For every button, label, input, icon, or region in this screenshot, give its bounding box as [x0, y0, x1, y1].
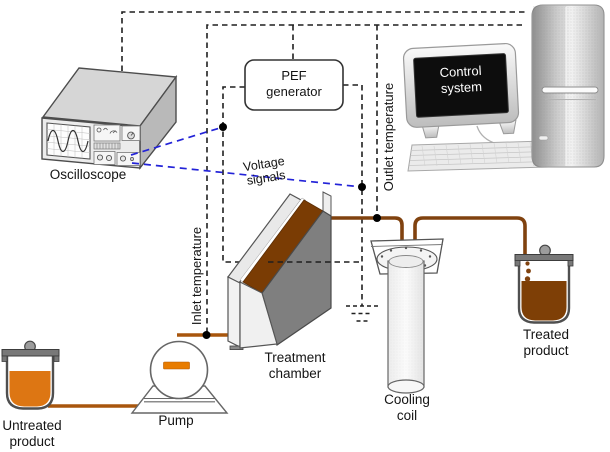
- untreated-liquid: [9, 371, 51, 407]
- control-monitor: [402, 42, 520, 139]
- tower-power-button: [538, 135, 549, 141]
- voltage-signal-line-upper: [130, 126, 224, 156]
- pef-right-electrode-line: [343, 84, 363, 306]
- untreated-lid-tab: [53, 355, 60, 362]
- junction-dot: [358, 183, 366, 191]
- coil-plate-edge: [370, 244, 444, 247]
- chamber-far-wall-face: [227, 276, 241, 348]
- control-system-label: Control system: [439, 62, 483, 96]
- monitor-screen: [413, 53, 509, 118]
- treatment-chamber-label: Treatment chamber: [264, 350, 326, 381]
- untreated-lid-tab: [1, 355, 8, 362]
- inlet-temp-to-computer-line: [206, 24, 526, 333]
- treated-liquid: [521, 281, 567, 321]
- treated-rim-tab: [514, 260, 521, 267]
- oscilloscope-controls: [93, 124, 141, 166]
- control-wiring-dashed-lines: [121, 11, 528, 333]
- computer-tower: [531, 4, 605, 168]
- pump: [130, 340, 229, 414]
- pump-rotor: [163, 361, 190, 370]
- inlet-temperature-label: Inlet temperature: [189, 226, 204, 326]
- junction-dots: [202, 123, 381, 339]
- pef-left-electrode-line: [222, 86, 247, 263]
- untreated-jar-lid: [1, 349, 60, 357]
- pipe-chamber-to-coil: [318, 216, 404, 242]
- pef-generator-label: PEF generator: [266, 68, 322, 99]
- treated-jar-rim: [514, 254, 574, 261]
- coil-texture: [389, 262, 423, 386]
- sine-wave-icon: [47, 129, 89, 153]
- product-drops: [524, 261, 531, 282]
- junction-dot: [373, 214, 381, 222]
- untreated-product-label: Untreated product: [2, 418, 62, 449]
- pef-generator-box: [244, 59, 344, 111]
- outlet-temperature-label: Outlet temperature: [381, 82, 396, 192]
- pump-label: Pump: [158, 413, 194, 428]
- junction-dot: [219, 123, 227, 131]
- treated-product-jar: [514, 244, 574, 324]
- coil-collar: [388, 255, 424, 268]
- ground-icon: [346, 305, 378, 322]
- coil-cylinder-bottom: [387, 379, 425, 394]
- treatment-chamber: [227, 191, 332, 350]
- oscilloscope: [41, 67, 178, 171]
- monitor-cable: [476, 125, 498, 145]
- untreated-product-jar: [1, 340, 60, 410]
- cooling-coil: [370, 238, 444, 394]
- oscilloscope-to-computer-line: [121, 11, 528, 71]
- keyboard: [407, 140, 549, 172]
- junction-dot: [202, 331, 211, 339]
- keyboard-keys: [409, 141, 548, 167]
- voltage-signal-line-lower: [131, 162, 363, 188]
- pump-stand: [130, 385, 229, 414]
- treated-rim-tab: [567, 260, 574, 267]
- pump-body: [149, 340, 209, 400]
- oscilloscope-label: Oscilloscope: [49, 167, 127, 182]
- tower-drive-slot: [541, 86, 599, 94]
- voltage-signal-lines: [130, 126, 363, 188]
- cooling-coil-label: Cooling coil: [384, 392, 430, 423]
- pipe-coil-to-treated: [413, 216, 527, 256]
- treated-product-label: Treated product: [522, 327, 570, 358]
- chamber-front-face: [239, 281, 278, 349]
- keyboard-body: [407, 140, 549, 172]
